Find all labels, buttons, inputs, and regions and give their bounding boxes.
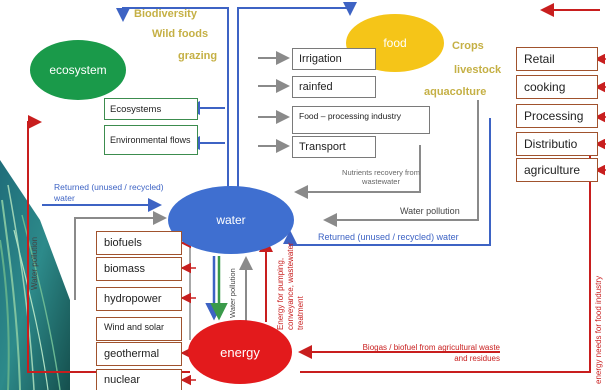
energy-needs-arrow (300, 150, 591, 373)
water-pollution-right-arrow (323, 100, 479, 227)
energy-node: energy (188, 320, 292, 384)
energy-label: energy (220, 344, 260, 360)
nutrients-recovery-label: Nutrients recovery from wastewater (342, 168, 420, 186)
grazing-label: grazing (178, 50, 218, 62)
food-processing-box: Food – processing industry (292, 106, 430, 134)
water-label: water (216, 213, 246, 227)
water-to-biodiversity-arrow (116, 7, 229, 190)
energy-needs-label: energy needs for food industry (594, 275, 603, 384)
biofuels-box: biofuels (96, 231, 182, 255)
biodiversity-label: Biodiversity (134, 8, 197, 20)
ecosystems-box: Ecosystems (104, 98, 198, 120)
water-pollution-left-arrow (74, 211, 167, 300)
food-label: food (383, 36, 407, 50)
cooking-box: cooking (516, 75, 598, 99)
transport-box: Transport (292, 136, 376, 158)
agriculture-box: agriculture (516, 158, 598, 182)
distribution-box: Distributio (516, 132, 598, 156)
environmental-flows-box: Environmental flows (104, 125, 198, 155)
water-pollution-right-label: Water pollution (400, 206, 460, 216)
processing-box: Processing (516, 104, 598, 128)
ecosystem-label: ecosystem (49, 63, 107, 77)
rainfed-box: rainfed (292, 76, 376, 98)
ecosystem-node: ecosystem (30, 40, 126, 100)
irrigation-box: Irrigation (292, 48, 376, 70)
retail-box: Retail (516, 47, 598, 71)
water-pollution-center-label: Water pollution (228, 268, 237, 318)
seagrass-photo (0, 160, 70, 390)
returned-water-right-arrow (283, 118, 491, 246)
biogas-label: Biogas / biofuel from agricultural waste… (362, 343, 500, 363)
returned-water-left-label: Returned (unused / recycled) water (54, 182, 164, 203)
aquacolture-label: aquacolture (424, 86, 487, 98)
wild-foods-label: Wild foods (152, 28, 209, 40)
energy-for-pumping-label: Energy for pumping, conveyance, wastewat… (276, 242, 305, 330)
returned-water-right-label: Returned (unused / recycled) water (318, 232, 459, 242)
nutrients-recovery-arrow (294, 145, 421, 199)
hydropower-box: hydropower (96, 287, 182, 311)
wind-solar-box: Wind and solar (96, 317, 182, 341)
water-pollution-left-label: Water pollution (30, 236, 39, 290)
water-to-food-arrow (237, 2, 357, 190)
geothermal-box: geothermal (96, 342, 182, 366)
crops-label: Crops (452, 40, 484, 52)
livestock-label: livestock (454, 64, 502, 76)
nuclear-box: nuclear (96, 369, 182, 390)
biomass-box: biomass (96, 257, 182, 281)
water-node: water (168, 186, 294, 254)
